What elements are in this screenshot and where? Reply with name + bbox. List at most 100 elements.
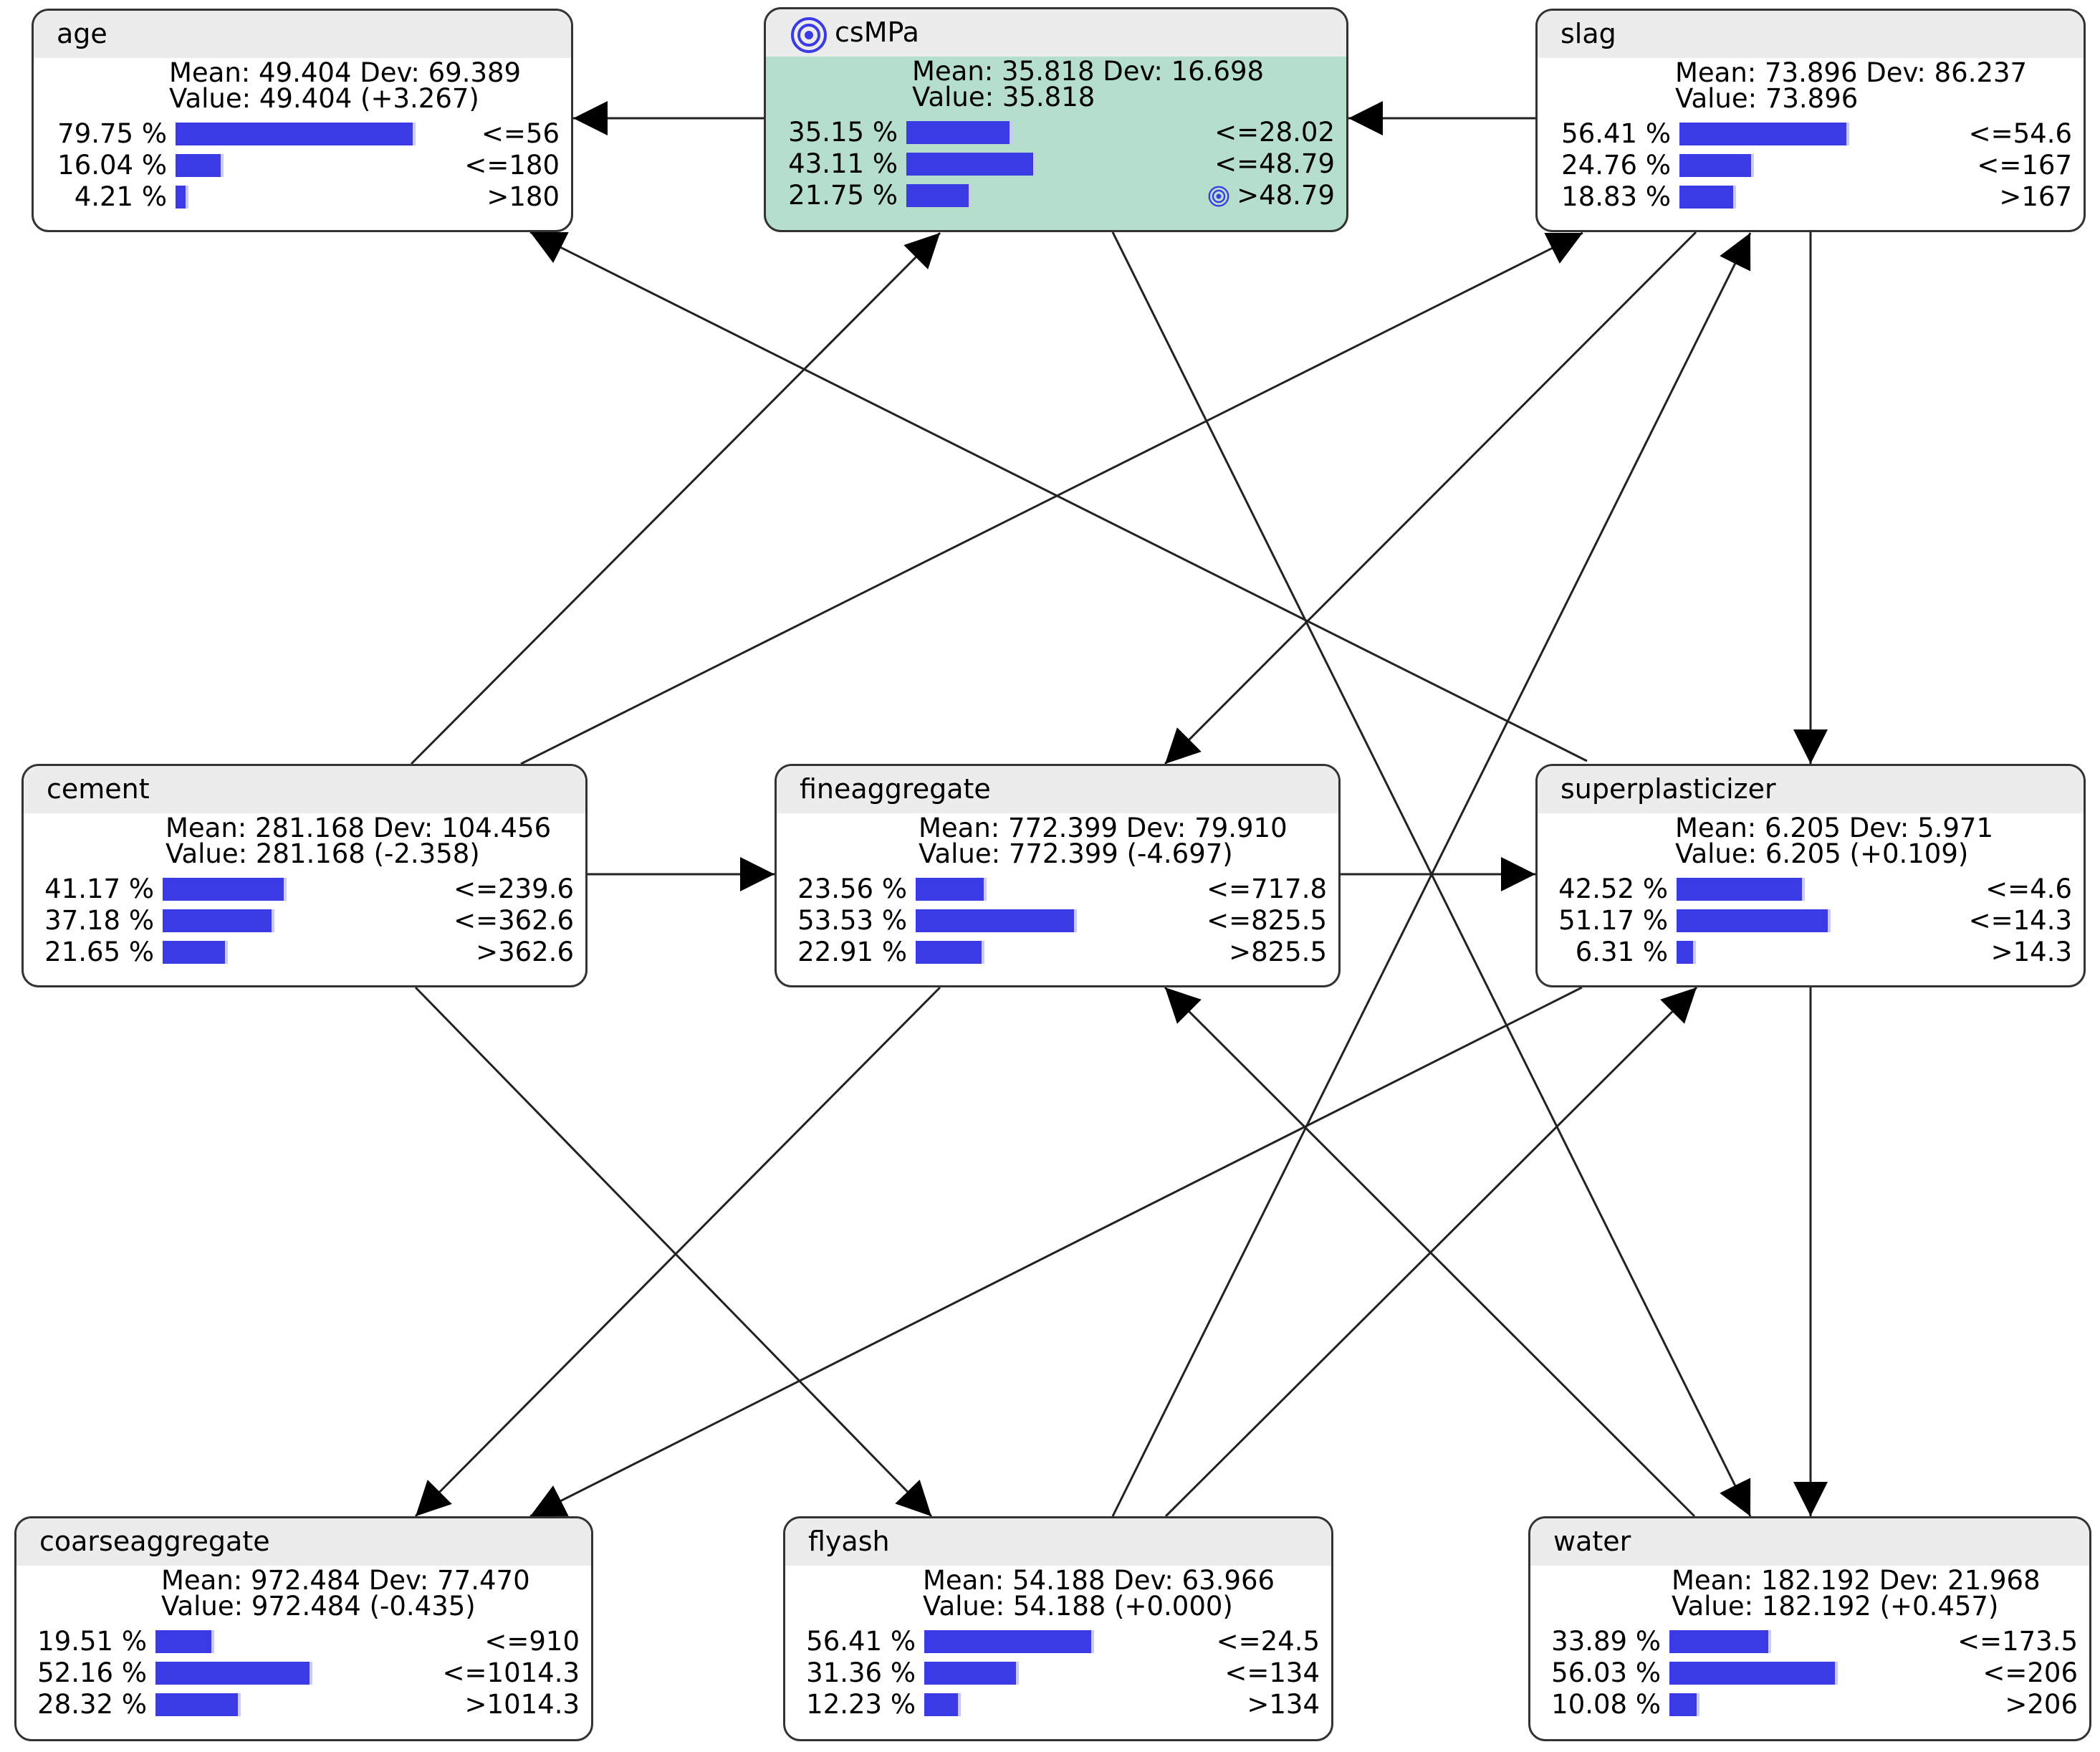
node-stats-value: Value: 49.404 (+3.267) [169,83,479,114]
state-bin-text: <=48.79 [1214,148,1335,179]
state-probability-bar [916,878,987,901]
state-bin-text: <=14.3 [1968,905,2072,936]
state-bin-label: <=14.3 [1969,905,2072,937]
state-bin-label: <=1014.3 [443,1657,580,1689]
state-bin-text: >362.6 [476,937,574,967]
state-row: 16.04 %<=180 [34,150,571,181]
node-stats-value: Value: 281.168 (-2.358) [166,838,480,869]
node-stats-mean: Mean: 35.818 Dev: 16.698 [912,56,1265,87]
node-stats-value: Value: 35.818 [912,82,1095,113]
state-probability-bar [924,1662,1019,1685]
state-probability-bar [1679,123,1849,145]
state-bin-label: >14.3 [1991,937,2072,968]
node-stats-mean: Mean: 281.168 Dev: 104.456 [166,813,552,843]
node-header[interactable]: flyash [785,1518,1331,1566]
node-stats-value: Value: 772.399 (-4.697) [919,838,1233,869]
state-percent: 33.89 % [1551,1626,1661,1657]
state-bin-text: <=910 [484,1626,580,1657]
state-row: 43.11 %<=48.79 [766,148,1346,180]
node-stats-value: Value: 54.188 (+0.000) [923,1591,1233,1622]
node-header[interactable]: superplasticizer [1538,766,2084,813]
state-bin-text: <=1014.3 [442,1657,580,1688]
state-bin-label: <=362.6 [454,905,574,937]
state-probability-bar [1677,909,1831,932]
edge-superplasticizer-to-age [529,231,1588,762]
node-title: slag [1560,18,1616,49]
node-header[interactable]: cement [24,766,585,813]
node-stats-mean: Mean: 49.404 Dev: 69.389 [169,57,522,88]
state-row: 12.23 %>134 [785,1689,1331,1720]
state-percent: 42.52 % [1558,873,1668,904]
node-title: coarseaggregate [39,1526,270,1557]
state-bin-text: <=134 [1224,1657,1320,1688]
state-bin-text: >1014.3 [464,1689,580,1720]
state-percent: 4.21 % [74,181,167,212]
node-header[interactable]: water [1530,1518,2089,1566]
state-probability-bar [1677,941,1696,964]
state-row: 21.75 %>48.79 [766,180,1346,211]
state-bin-text: <=206 [1982,1657,2078,1688]
state-bin-label: <=167 [1977,150,2072,181]
state-bin-text: <=167 [1977,150,2072,181]
state-row: 51.17 %<=14.3 [1538,905,2084,937]
node-header[interactable]: csMPa [766,9,1346,57]
node-header[interactable]: fineaggregate [777,766,1338,813]
state-percent: 41.17 % [44,873,154,904]
state-bin-text: <=56 [481,118,560,149]
node-header[interactable]: age [34,11,571,58]
edge-cement-to-csMPa [410,231,941,765]
state-row: 35.15 %<=28.02 [766,117,1346,148]
state-percent: 24.76 % [1561,150,1671,181]
edge-cement-to-flyash [414,986,933,1518]
edge-slag-to-fineaggregate [1164,231,1697,765]
state-bin-label: >362.6 [476,937,574,968]
node-title: age [57,18,107,49]
state-bin-text: >14.3 [1990,937,2072,967]
state-row: 24.76 % <=167 [1538,150,2084,181]
node-stats-value: Value: 972.484 (-0.435) [161,1591,476,1622]
node-header[interactable]: slag [1538,11,2084,58]
state-percent: 56.41 % [1561,118,1671,149]
state-percent: 35.15 % [788,117,898,148]
node-header[interactable]: coarseaggregate [16,1518,591,1566]
state-percent: 37.18 % [44,905,154,936]
node-title: csMPa [835,16,919,48]
state-percent: 22.91 % [797,937,907,967]
state-bin-label: <=173.5 [1957,1626,2078,1657]
state-bin-text: <=4.6 [1985,873,2072,904]
state-percent: 53.53 % [797,905,907,936]
state-bin-text: >48.79 [1237,180,1335,211]
state-row: 22.91 % >825.5 [777,937,1338,968]
state-bin-label: >180 [486,181,560,213]
state-bin-label: >825.5 [1229,937,1327,968]
state-bin-text: <=825.5 [1207,905,1327,936]
state-probability-bar [176,154,224,177]
state-row: 56.41 %<=54.6 [1538,118,2084,150]
state-probability-bar [163,878,287,901]
state-percent: 12.23 % [806,1689,916,1720]
state-probability-bar [1669,1662,1838,1685]
state-bin-label: >48.79 [1208,180,1335,211]
state-row: 52.16 % <=1014.3 [16,1657,591,1689]
state-probability-bar [924,1693,961,1716]
state-row: 21.65 %>362.6 [24,937,585,968]
node-title: flyash [808,1526,890,1557]
state-probability-bar [155,1693,241,1716]
state-percent: 52.16 % [37,1657,147,1688]
state-bin-text: <=24.5 [1216,1626,1320,1657]
state-bin-text: >180 [486,181,560,212]
node-stats-mean: Mean: 972.484 Dev: 77.470 [161,1565,530,1596]
state-probability-bar [163,941,228,964]
state-probability-bar [1669,1693,1699,1716]
node-stats-mean: Mean: 6.205 Dev: 5.971 [1675,813,1993,843]
state-probability-bar [163,909,274,932]
